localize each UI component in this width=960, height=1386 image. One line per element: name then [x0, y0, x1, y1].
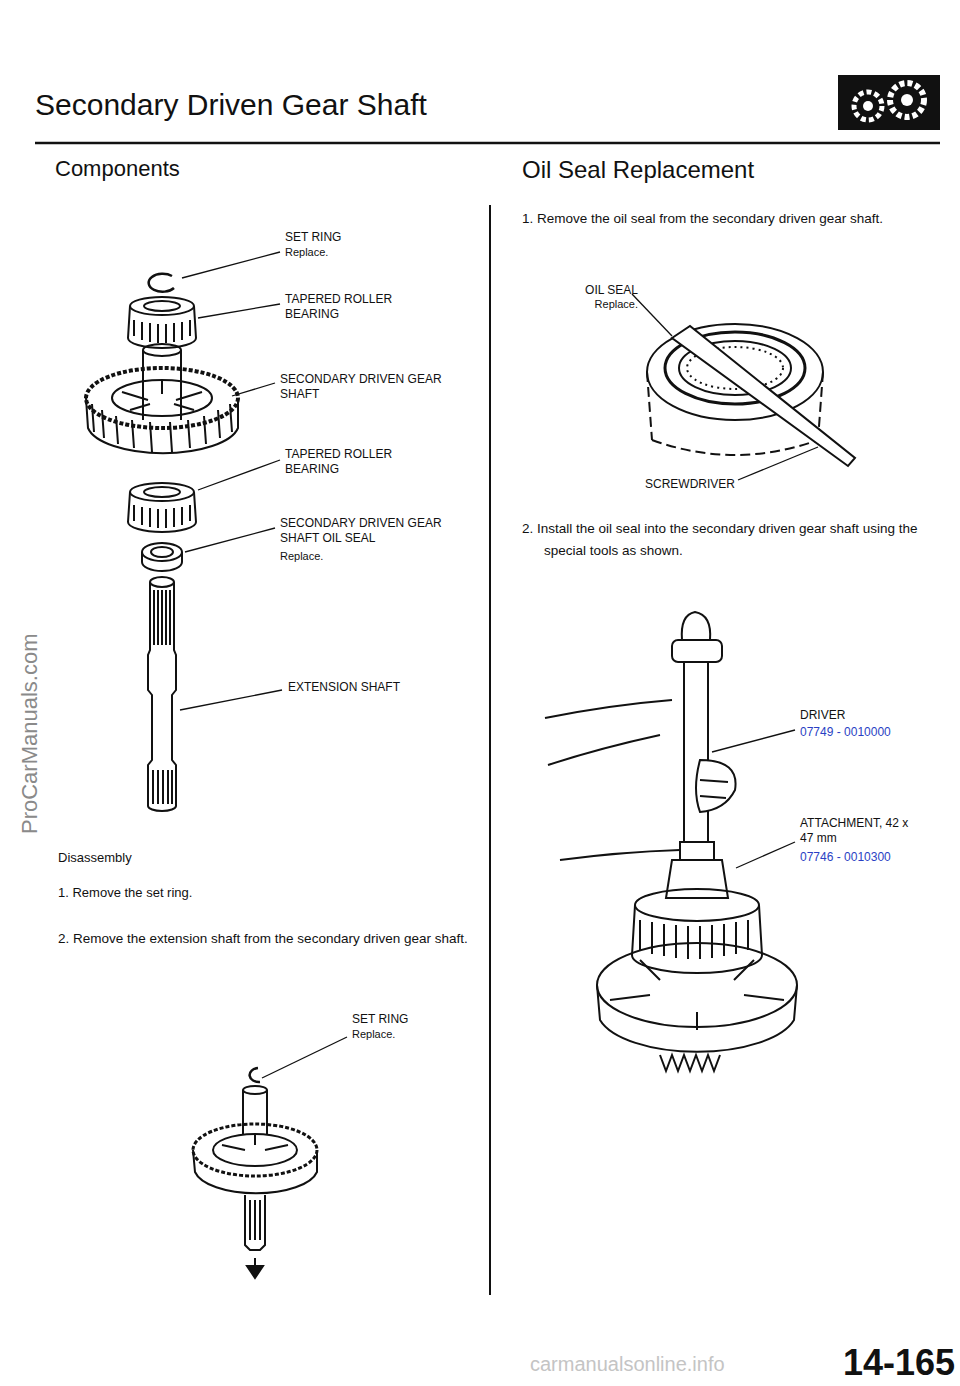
section-icon: [838, 75, 940, 130]
driver-figure: [545, 612, 797, 1071]
page-number: 14-165: [800, 1340, 955, 1385]
part-label: EXTENSION SHAFT: [288, 680, 448, 695]
part-note: Replace.: [560, 298, 638, 312]
tool-label: ATTACHMENT, 42 x 47 mm: [800, 816, 915, 846]
procedure-step: 1. Remove the set ring.: [58, 885, 458, 901]
section-heading: Components: [55, 155, 355, 183]
watermark: ProCarManuals.com: [16, 619, 44, 849]
part-label: TAPERED ROLLER BEARING: [285, 447, 405, 477]
tool-number: 07749 - 0010000: [800, 725, 940, 740]
procedure-step: 2. Remove the extension shaft from the s…: [58, 928, 490, 950]
tool-number: 07746 - 0010300: [800, 850, 940, 865]
page-rules: [35, 143, 940, 1295]
page-title: Secondary Driven Gear Shaft: [35, 86, 795, 124]
leader-lines: [180, 252, 818, 1078]
part-label: SECONDARY DRIVEN GEAR SHAFT: [280, 372, 475, 402]
part-note: Replace.: [280, 550, 400, 564]
part-note: Replace.: [352, 1028, 472, 1042]
section-heading: Oil Seal Replacement: [522, 155, 882, 185]
part-label: SECONDARY DRIVEN GEAR SHAFT OIL SEAL: [280, 516, 470, 546]
disassembly-figure: [193, 1068, 317, 1278]
part-label: OIL SEAL: [560, 283, 638, 298]
part-note: Replace.: [285, 246, 405, 260]
part-label: SET RING: [285, 230, 405, 245]
tool-label: SCREWDRIVER: [625, 477, 735, 492]
tool-label: DRIVER: [800, 708, 940, 723]
exploded-view: [86, 274, 238, 811]
procedure-step: 2. Install the oil seal into the seconda…: [522, 518, 959, 561]
watermark: carmanualsonline.info: [530, 1352, 790, 1377]
procedure-step: 1. Remove the oil seal from the secondar…: [522, 208, 959, 230]
procedure-heading: Disassembly: [58, 850, 258, 866]
part-label: SET RING: [352, 1012, 472, 1027]
part-label: TAPERED ROLLER BEARING: [285, 292, 405, 322]
oil-seal-figure: [647, 324, 855, 466]
